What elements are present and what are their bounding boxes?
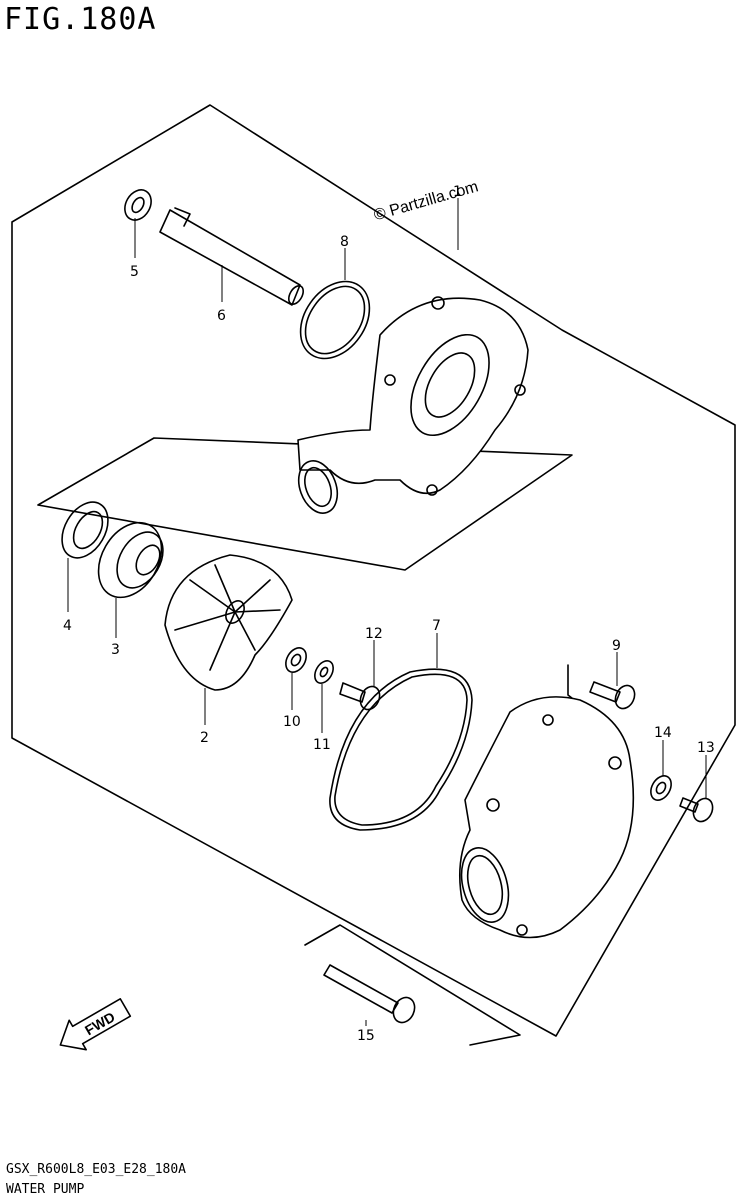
callout-6: 6	[217, 308, 226, 324]
callout-15: 15	[357, 1028, 375, 1044]
pump-cover[interactable]	[454, 696, 635, 939]
bolt-part-15[interactable]	[323, 964, 419, 1026]
impeller-part-2[interactable]	[164, 554, 293, 691]
callout-3: 3	[111, 642, 120, 658]
shaft-part-6[interactable]	[159, 207, 306, 307]
leader-lines	[67, 198, 707, 1026]
footer-name: WATER PUMP	[6, 1182, 85, 1197]
callout-10: 10	[283, 714, 301, 730]
figure-title: FIG.180A	[4, 2, 157, 37]
housing-group-bracket	[37, 437, 573, 571]
washer-part-10[interactable]	[282, 644, 311, 676]
callout-9: 9	[612, 638, 621, 654]
callout-7: 7	[432, 618, 441, 634]
callout-11: 11	[313, 737, 331, 753]
callout-13: 13	[697, 740, 715, 756]
washer-part-14[interactable]	[647, 772, 676, 804]
bolt-part-13[interactable]	[679, 795, 716, 824]
pump-housing-part-1[interactable]	[292, 296, 529, 519]
callout-2: 2	[200, 730, 209, 746]
callout-5: 5	[130, 264, 139, 280]
footer-code: GSX_R600L8_E03_E28_180A	[6, 1162, 187, 1177]
gasket-part-7[interactable]	[329, 668, 473, 831]
callout-14: 14	[654, 725, 672, 741]
washer-part-11[interactable]	[311, 658, 337, 687]
callout-12: 12	[365, 626, 383, 642]
bolt-part-12[interactable]	[339, 682, 383, 713]
o-ring-part-8[interactable]	[286, 268, 383, 371]
oil-seal-part-4[interactable]	[53, 494, 118, 566]
callout-8: 8	[340, 234, 349, 250]
callout-1: 1	[453, 184, 462, 200]
assembly-frame	[11, 104, 736, 1037]
mechanical-seal-part-3[interactable]	[86, 511, 174, 608]
washer-part-5[interactable]	[120, 185, 157, 225]
callout-labels: 1 2 3 4 5 6 7 8 9 10 11 12 13 14 15	[63, 184, 715, 1044]
bolt-part-9[interactable]	[589, 681, 638, 712]
fwd-arrow: FWD	[59, 998, 132, 1051]
callout-4: 4	[63, 618, 72, 634]
bolt-bracket	[304, 924, 521, 1046]
